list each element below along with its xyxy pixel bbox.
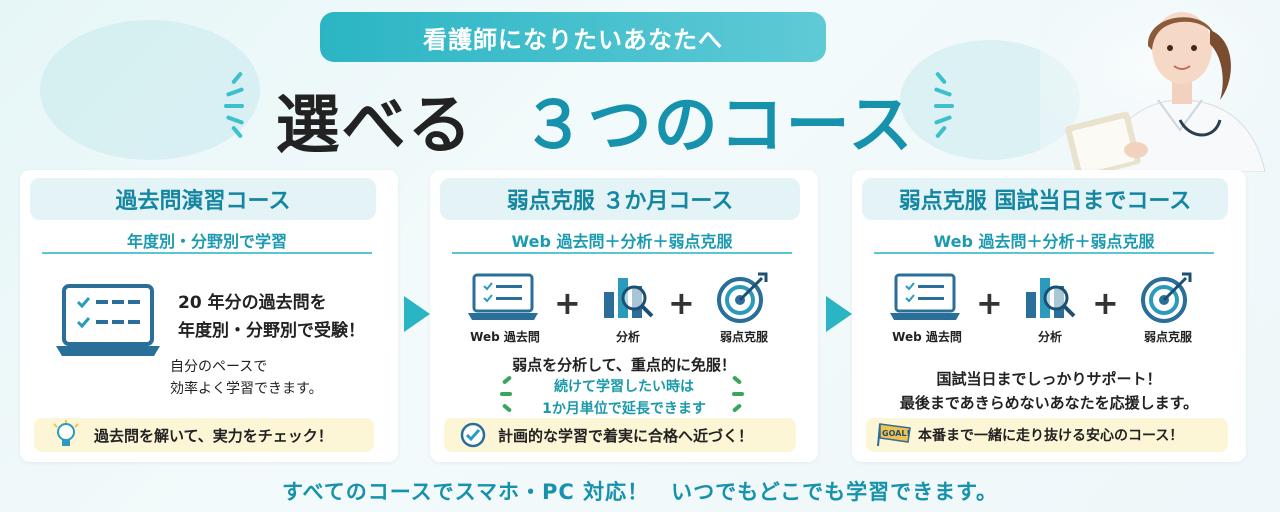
headline-part1: 選べる: [275, 89, 474, 163]
course-card-weakness-3months[interactable]: 弱点克服 ３か月コース Web 過去問＋分析＋弱点克服 Web 過去問 + 分析…: [430, 170, 818, 462]
laptop-web-icon: [890, 272, 960, 326]
course-bottom-note: GOAL! 本番まで一緒に走り抜ける安心のコース！: [866, 418, 1228, 452]
target-icon: [1140, 270, 1194, 328]
plus-sign: +: [1092, 284, 1119, 322]
goal-flag-icon: GOAL!: [874, 420, 914, 450]
icon-label-analysis: 分析: [1037, 330, 1062, 344]
analysis-chart-icon: [600, 270, 656, 326]
laptop-web-icon: [468, 272, 538, 326]
sparkle-left-icon: [212, 71, 252, 139]
target-audience-banner: 看護師になりたいあなたへ: [320, 12, 826, 62]
course-main-line1: 20 年分の過去問を: [178, 293, 327, 313]
course-title: 弱点克服 国試当日までコース: [862, 178, 1228, 220]
course-card-past-exams[interactable]: 過去問演習コース 年度別・分野別で学習 20 年分の過去問を 年度別・分野別で受…: [20, 170, 398, 462]
course-subtitle: Web 過去問＋分析＋弱点克服: [452, 228, 792, 254]
laptop-checklist-icon: [54, 282, 162, 364]
nurse-photo: [1040, 0, 1280, 172]
bottom-note-text: 計画的な学習で着実に合格へ近づく！: [498, 426, 754, 445]
sparkle-right-icon: [730, 375, 750, 416]
icon-label-web: Web 過去問: [470, 330, 540, 344]
course-subtitle: Web 過去問＋分析＋弱点克服: [874, 228, 1214, 254]
course-title: 弱点克服 ３か月コース: [440, 178, 800, 220]
background-blob: [40, 20, 260, 160]
course-bottom-note: 計画的な学習で着実に合格へ近づく！: [444, 418, 796, 452]
course-highlight-line2: 1か月単位で延長できます: [542, 401, 706, 417]
course-sub-line2: 効率よく学習できます。: [170, 381, 323, 397]
course-main-line2: 最後まであきらめないあなたを応援します。: [899, 394, 1199, 412]
course-subtitle: 年度別・分野別で学習: [42, 228, 372, 254]
plus-sign: +: [554, 284, 581, 322]
course-main-line: 弱点を分析して、重点的に免服！: [512, 356, 736, 374]
banner-text: 看護師になりたいあなたへ: [423, 25, 723, 54]
sparkle-right-icon: [930, 71, 970, 139]
course-main-line1: 国試当日までしっかりサポート！: [936, 370, 1162, 388]
icon-label-weakness: 弱点克服: [1143, 330, 1192, 344]
arrow-right-icon: [404, 296, 430, 332]
headline-part2: ３つのコース: [521, 89, 915, 163]
course-sub-line1: 自分のペースで: [170, 359, 268, 375]
course-title: 過去問演習コース: [30, 178, 376, 220]
bottom-note-text: 過去問を解いて、実力をチェック！: [94, 426, 333, 445]
check-circle-icon: [460, 422, 486, 452]
target-icon: [716, 270, 770, 328]
sparkle-left-icon: [496, 375, 516, 416]
icon-label-web: Web 過去問: [892, 330, 962, 344]
lightbulb-icon: [52, 420, 80, 454]
course-highlight-line1: 続けて学習したい時は: [554, 379, 694, 395]
course-main-line2: 年度別・分野別で受験！: [178, 321, 365, 341]
arrow-right-icon: [826, 296, 852, 332]
course-bottom-note: 過去問を解いて、実力をチェック！: [34, 418, 374, 452]
plus-sign: +: [976, 284, 1003, 322]
plus-sign: +: [668, 284, 695, 322]
analysis-chart-icon: [1022, 270, 1078, 326]
bottom-note-text: 本番まで一緒に走り抜ける安心のコース！: [918, 428, 1184, 444]
course-card-until-exam[interactable]: 弱点克服 国試当日までコース Web 過去問＋分析＋弱点克服 Web 過去問 +…: [852, 170, 1246, 462]
icon-label-weakness: 弱点克服: [719, 330, 768, 344]
icon-label-analysis: 分析: [615, 330, 640, 344]
page-headline: 選べる ３つのコース: [270, 80, 920, 163]
goal-badge-text: GOAL!: [882, 429, 911, 438]
footer-note: すべてのコースでスマホ・PC 対応！ いつでもどこでも学習できます。: [282, 480, 998, 504]
